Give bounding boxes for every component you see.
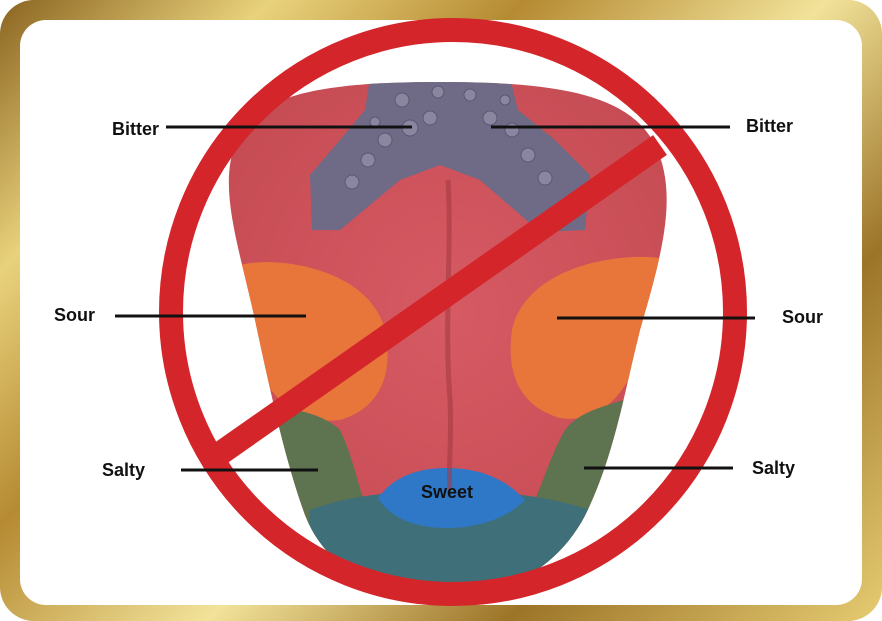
salty-left-label: Salty [102, 460, 145, 480]
sweet-label: Sweet [421, 482, 473, 502]
bitter-right-label: Bitter [746, 116, 793, 136]
bitter-left-label: Bitter [112, 119, 159, 139]
median-groove [448, 180, 451, 490]
sour-right-label: Sour [782, 307, 823, 327]
salty-right-label: Salty [752, 458, 795, 478]
sour-left-label: Sour [54, 305, 95, 325]
